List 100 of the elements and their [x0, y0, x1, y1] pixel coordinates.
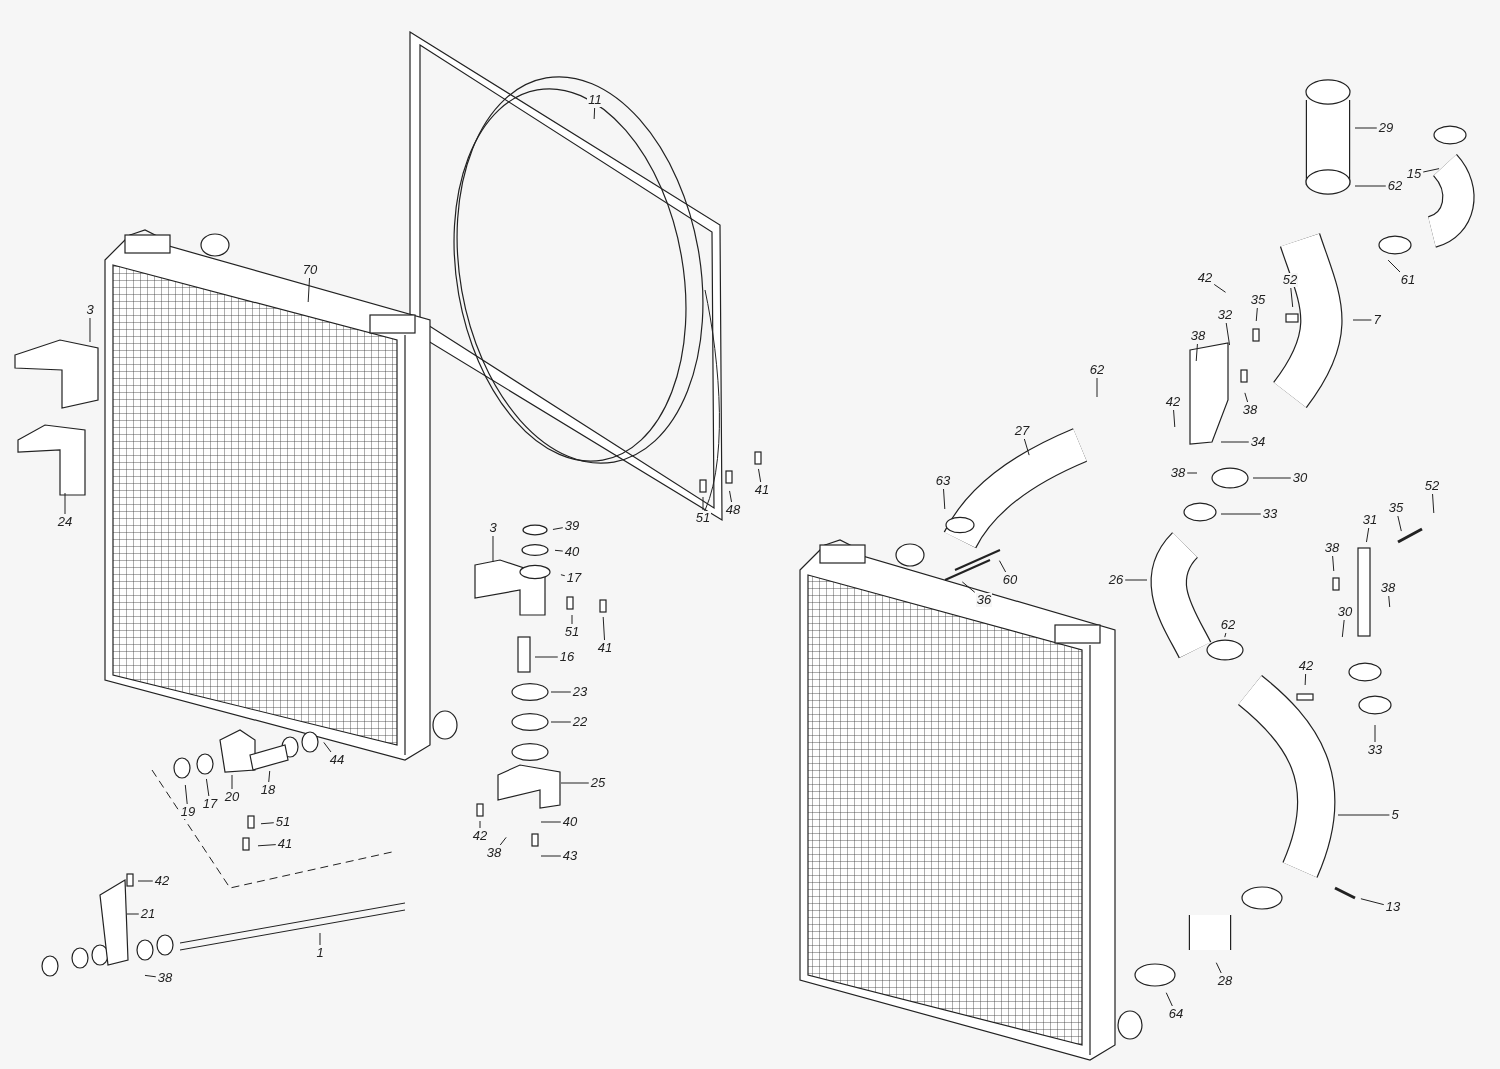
callout-number: 52 [1423, 479, 1441, 493]
leader-line [1252, 477, 1292, 479]
callout-number: 31 [1361, 513, 1379, 527]
callout-number: 33 [1261, 507, 1279, 521]
leader-line [560, 782, 590, 784]
leader-line [560, 574, 566, 577]
callout-number: 28 [1216, 974, 1234, 988]
callout-number: 22 [571, 715, 589, 729]
callout-number: 16 [558, 650, 576, 664]
callout-number: 21 [139, 907, 157, 921]
callout-number: 18 [259, 783, 277, 797]
leader-line [729, 490, 733, 503]
leader-line [1220, 441, 1250, 443]
callout-number: 1 [315, 946, 325, 960]
callout-number: 19 [179, 805, 197, 819]
leader-line [1255, 307, 1258, 322]
callout-number: 26 [1107, 573, 1125, 587]
leader-line [1387, 259, 1401, 273]
leader-line [1432, 493, 1435, 514]
callout-number: 3 [85, 303, 95, 317]
callout-number: 51 [563, 625, 581, 639]
leader-line [64, 492, 66, 515]
callout-number: 62 [1386, 179, 1404, 193]
callout-number: 38 [1241, 403, 1259, 417]
callout-number: 62 [1219, 618, 1237, 632]
leader-line [550, 721, 572, 723]
callout-number: 42 [1196, 271, 1214, 285]
callout-number: 38 [485, 846, 503, 860]
leader-line [1397, 515, 1402, 532]
leader-line [1165, 992, 1173, 1007]
leader-line [1290, 287, 1294, 308]
leader-line [540, 855, 562, 857]
leader-line [758, 468, 762, 483]
leader-line [1360, 898, 1385, 906]
callout-number: 13 [1384, 900, 1402, 914]
leader-line [319, 932, 321, 946]
leader-line [184, 784, 188, 805]
leader-line [534, 656, 559, 658]
callout-number: 25 [589, 776, 607, 790]
leader-line [998, 560, 1007, 573]
callout-number: 30 [1291, 471, 1309, 485]
callout-number: 33 [1366, 743, 1384, 757]
callout-number: 30 [1336, 605, 1354, 619]
callout-number: 70 [301, 263, 319, 277]
leader-line [1213, 283, 1227, 293]
leader-line [1186, 472, 1198, 474]
leader-line [1332, 555, 1335, 572]
callout-number: 38 [1323, 541, 1341, 555]
callout-number: 42 [471, 829, 489, 843]
callout-number: 35 [1249, 293, 1267, 307]
leader-line [1215, 962, 1222, 974]
leader-line [571, 614, 573, 625]
callout-number: 27 [1013, 424, 1031, 438]
leader-line [1352, 319, 1372, 321]
callout-number: 42 [153, 874, 171, 888]
callout-number: 42 [1164, 395, 1182, 409]
leader-line [1422, 168, 1440, 173]
callout-number: 61 [1399, 273, 1417, 287]
callout-number: 41 [596, 641, 614, 655]
callout-number: 11 [587, 93, 603, 107]
callout-number: 40 [563, 545, 581, 559]
leader-line [307, 277, 311, 303]
leader-line [1124, 579, 1148, 581]
callout-number: 48 [724, 503, 742, 517]
leader-line [492, 535, 494, 563]
leader-line [205, 778, 210, 797]
leader-line [1388, 595, 1391, 608]
callout-number: 60 [1001, 573, 1019, 587]
leader-line [1225, 322, 1231, 346]
leader-line [1023, 438, 1030, 456]
callout-number: 3 [488, 521, 498, 535]
leader-line [1354, 185, 1387, 187]
leader-line [702, 496, 704, 511]
leader-line [602, 616, 606, 641]
leader-line [1374, 724, 1376, 743]
callout-number: 43 [561, 849, 579, 863]
callout-number: 42 [1297, 659, 1315, 673]
callout-number: 34 [1249, 435, 1267, 449]
callout-number: 62 [1088, 363, 1106, 377]
leader-line [554, 549, 564, 552]
leader-line [257, 844, 277, 847]
leader-line [231, 774, 233, 790]
leader-line [137, 880, 154, 882]
callout-number: 15 [1405, 167, 1423, 181]
leader-line [268, 770, 271, 783]
callout-number: 29 [1377, 121, 1395, 135]
callout-number: 32 [1216, 308, 1234, 322]
leader-line [89, 317, 91, 343]
leader-line [550, 691, 572, 693]
callout-number: 38 [1189, 329, 1207, 343]
callout-number: 23 [571, 685, 589, 699]
callout-number: 17 [565, 571, 583, 585]
leader-line [1220, 513, 1262, 515]
callout-number: 17 [201, 797, 219, 811]
leader-line [593, 107, 596, 120]
leader-line [1304, 673, 1307, 686]
leader-line [1244, 392, 1249, 403]
leader-line [961, 581, 976, 593]
leader-line [323, 741, 332, 753]
leader-line [540, 821, 562, 823]
